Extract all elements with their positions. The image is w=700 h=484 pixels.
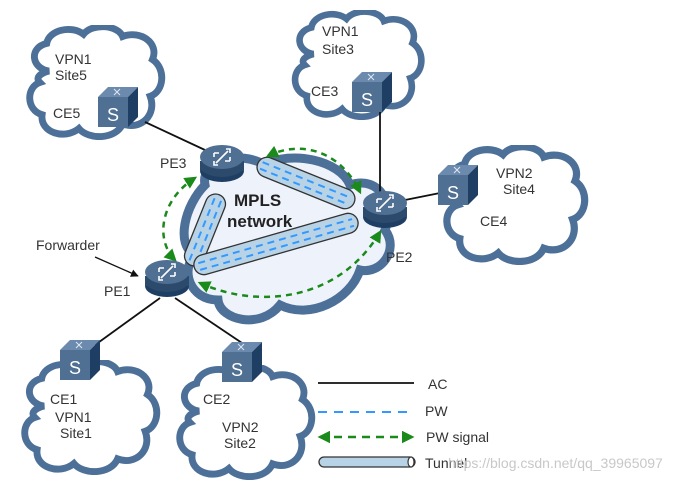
- switch-ce4-letter: S: [447, 183, 459, 203]
- site1-vpn-label: VPN1: [55, 409, 92, 425]
- switch-ce5-icon[interactable]: S: [97, 86, 139, 128]
- pe3-label: PE3: [160, 155, 187, 171]
- switch-ce5-letter: S: [107, 105, 119, 125]
- router-pe3-icon[interactable]: [199, 144, 245, 183]
- site3-site-label: Site3: [322, 41, 354, 57]
- pw-signal-pe1-pe2: [197, 229, 382, 299]
- pw-signal-pe1-pe3: [162, 176, 198, 262]
- pw-signal-arcs: [162, 145, 382, 299]
- legend-ac-label: AC: [428, 376, 447, 392]
- site4-vpn-label: VPN2: [496, 165, 533, 181]
- mpls-label: MPLS: [234, 191, 281, 210]
- forwarder-arrow-icon: [94, 256, 139, 277]
- switch-ce4-icon[interactable]: S: [437, 164, 479, 206]
- switch-ce1-icon[interactable]: S: [59, 339, 101, 381]
- forwarder-label: Forwarder: [36, 237, 100, 253]
- ce1-label: CE1: [50, 391, 77, 407]
- ce4-label: CE4: [480, 213, 507, 229]
- ce5-label: CE5: [53, 105, 80, 121]
- pe2-label: PE2: [386, 249, 413, 265]
- site4-site-label: Site4: [503, 181, 535, 197]
- network-label: network: [227, 212, 293, 231]
- cloud-vpn1-site5: [30, 27, 162, 137]
- ce2-label: CE2: [203, 391, 230, 407]
- pe1-label: PE1: [104, 283, 131, 299]
- switch-ce2-icon[interactable]: S: [221, 341, 263, 383]
- router-pe1-icon[interactable]: [144, 259, 190, 298]
- legend-tunnel-swatch: [318, 456, 416, 468]
- switch-ce3-letter: S: [361, 90, 373, 110]
- legend-pw-label: PW: [425, 403, 448, 419]
- legend-pw-signal-label: PW signal: [426, 429, 489, 445]
- router-pe2-icon[interactable]: [362, 190, 408, 229]
- ac-ce1-pe1: [94, 297, 161, 346]
- site3-vpn-label: VPN1: [322, 23, 359, 39]
- switch-ce2-letter: S: [231, 360, 243, 380]
- ac-ce5-pe3: [144, 121, 206, 151]
- site1-site-label: Site1: [60, 425, 92, 441]
- pw-signal-pe3-pe2: [265, 145, 362, 195]
- ce3-label: CE3: [311, 83, 338, 99]
- site5-site-label: Site5: [55, 67, 87, 83]
- switch-ce1-letter: S: [69, 358, 81, 378]
- legend: AC PW PW signal Tunnel: [317, 376, 489, 471]
- site5-vpn-label: VPN1: [55, 51, 92, 67]
- site2-vpn-label: VPN2: [222, 419, 259, 435]
- site2-site-label: Site2: [224, 435, 256, 451]
- watermark: https://blog.csdn.net/qq_39965097: [448, 455, 663, 471]
- legend-tunnel-label: Tunnel: [425, 455, 467, 471]
- switch-ce3-icon[interactable]: S: [351, 71, 393, 113]
- ac-ce2-pe1: [174, 297, 246, 346]
